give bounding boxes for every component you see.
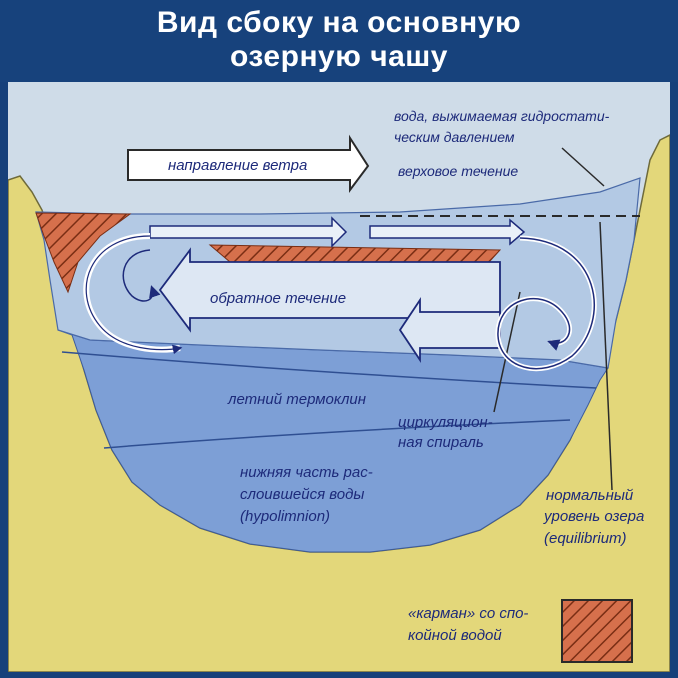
pocket-legend-label-1: «карман» со спо- xyxy=(408,605,528,622)
title-banner: Вид сбоку на основную озерную чашу xyxy=(0,0,678,82)
right-circulation-spiral-outline xyxy=(497,237,595,370)
surface-current-arrow-2 xyxy=(369,218,526,246)
lake-illustration: направление ветра вода, выжимаемая гидро… xyxy=(8,82,670,672)
spiral-leader xyxy=(493,291,521,413)
return-current-arrow-2 xyxy=(398,297,501,363)
thermocline-label: летний термоклин xyxy=(227,391,366,408)
hypolimnion-label-3: (hypolimnion) xyxy=(240,508,330,525)
thermocline-line-lower xyxy=(103,419,571,449)
normal-level-label-3: (equilibrium) xyxy=(544,530,627,547)
return-current-label: обратное течение xyxy=(210,290,346,307)
pressed-water-leader xyxy=(561,147,605,187)
wind-direction-label: направление ветра xyxy=(168,157,307,174)
still-water-pocket-left xyxy=(35,212,132,294)
pressed-water-label-1: вода, выжимаемая гидростати- xyxy=(394,108,610,124)
spiral-label-2: ная спираль xyxy=(398,434,484,451)
hypolimnion-label-2: слоившейся воды xyxy=(240,486,364,503)
pocket-legend-swatch xyxy=(561,599,633,663)
title-line-2: озерную чашу xyxy=(229,40,448,73)
pocket-legend-label-2: койной водой xyxy=(408,627,502,644)
pressed-water-label-2: ческим давлением xyxy=(394,129,515,145)
title-line-1: Вид сбоку на основную xyxy=(156,6,522,39)
wind-direction-arrow xyxy=(127,134,370,193)
thermocline-line-upper xyxy=(61,351,597,389)
surface-current-label: верховое течение xyxy=(398,163,518,179)
normal-level-label-2: уровень озера xyxy=(543,508,644,525)
hypolimnion-label-1: нижняя часть рас- xyxy=(240,464,373,481)
left-inner-swirl xyxy=(122,249,161,302)
surface-current-arrow-1 xyxy=(149,216,348,248)
normal-level-leader xyxy=(599,221,613,491)
spiral-label-1: циркуляцион- xyxy=(398,414,493,431)
left-circulation-loop-outline xyxy=(85,235,183,355)
normal-level-label-1: нормальный xyxy=(546,487,634,504)
illustration-panel: направление ветра вода, выжимаемая гидро… xyxy=(8,82,670,672)
